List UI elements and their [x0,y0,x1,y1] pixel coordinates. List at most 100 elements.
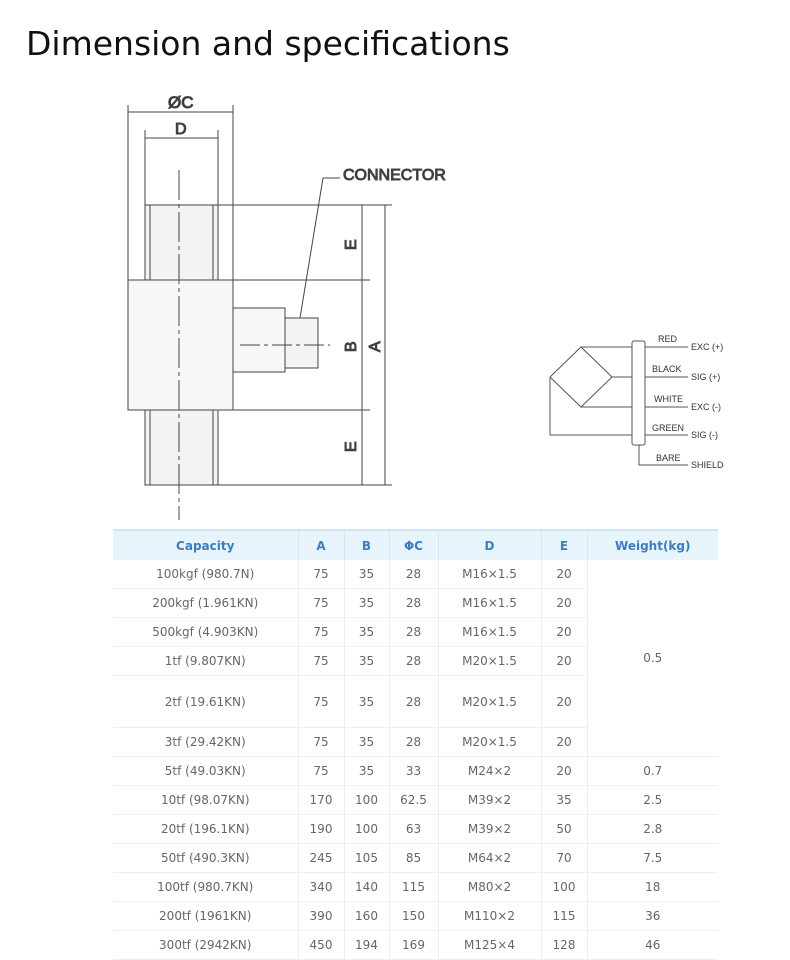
table-cell: 140 [343,872,389,902]
table-cell: 62.5 [388,785,438,815]
table-cell: 3tf (29.42KN) [113,727,298,757]
table-cell: 100 [540,872,587,902]
wire-green: GREEN [652,423,684,433]
table-cell: M20×1.5 [437,646,541,676]
page-title: Dimension and specifications [26,24,510,63]
table-cell: 75 [297,617,344,647]
table-cell: 100kgf (980.7N) [113,560,298,589]
table-cell: 35 [343,756,389,786]
table-cell: 500kgf (4.903KN) [113,617,298,647]
table-cell: 100tf (980.7KN) [113,872,298,902]
column-header: B [343,529,389,560]
table-cell: 7.5 [586,843,718,873]
table-cell: 20tf (196.1KN) [113,814,298,844]
dimension-lines [127,105,392,486]
table-cell: M125×4 [437,930,541,960]
table-cell: 170 [297,785,344,815]
table-cell: M110×2 [437,901,541,931]
table-cell: 105 [343,843,389,873]
column-header: D [437,529,541,560]
terminal-exc-minus: EXC (-) [691,402,721,412]
wire-black: BLACK [652,364,682,374]
table-cell: 46 [586,930,718,960]
table-cell: 160 [343,901,389,931]
table-cell: 245 [297,843,344,873]
table-cell: 28 [388,617,438,647]
table-cell: 20 [540,560,587,589]
table-cell: 115 [540,901,587,931]
wire-white: WHITE [654,394,683,404]
label-e-top: E [343,239,360,250]
table-cell: 169 [388,930,438,960]
table-cell: 28 [388,727,438,757]
table-cell: 200kgf (1.961KN) [113,588,298,618]
table-cell: 20 [540,756,587,786]
terminal-sig-plus: SIG (+) [691,372,720,382]
table-cell: 115 [388,872,438,902]
table-cell: 35 [343,646,389,676]
table-cell: 70 [540,843,587,873]
label-d: D [175,121,187,138]
table-cell: 35 [540,785,587,815]
column-header: Capacity [113,529,298,560]
weight-merged-cell: 0.5 [586,560,718,757]
table-cell: 100 [343,814,389,844]
table-cell: 2.5 [586,785,718,815]
table-cell: 75 [297,560,344,589]
table-cell: 20 [540,617,587,647]
table-cell: 190 [297,814,344,844]
terminal-exc-plus: EXC (+) [691,342,723,352]
table-cell: 75 [297,646,344,676]
load-cell-outline [127,170,330,520]
table-cell: 35 [343,617,389,647]
table-cell: 50 [540,814,587,844]
table-cell: 35 [343,675,389,728]
table-cell: 85 [388,843,438,873]
table-cell: 2.8 [586,814,718,844]
table-cell: 28 [388,646,438,676]
table-cell: 28 [388,560,438,589]
table-cell: 20 [540,646,587,676]
table-cell: M16×1.5 [437,588,541,618]
table-cell: M24×2 [437,756,541,786]
table-cell: 18 [586,872,718,902]
dimension-drawing: ØC D CONNECTOR E B A E RED BLACK WHITE G… [127,93,724,520]
table-cell: M16×1.5 [437,617,541,647]
column-header: Weight(kg) [586,529,718,560]
table-cell: 33 [388,756,438,786]
table-cell: 10tf (98.07KN) [113,785,298,815]
label-e-bot: E [343,441,360,452]
table-cell: 35 [343,588,389,618]
table-cell: 340 [297,872,344,902]
table-cell: 300tf (2942KN) [113,930,298,960]
table-cell: M80×2 [437,872,541,902]
table-cell: 100 [343,785,389,815]
table-cell: 200tf (1961KN) [113,901,298,931]
column-header: E [540,529,587,560]
table-cell: 450 [297,930,344,960]
table-cell: 2tf (19.61KN) [113,675,298,728]
table-cell: M16×1.5 [437,560,541,589]
table-cell: 28 [388,588,438,618]
terminal-shield: SHIELD [691,460,724,470]
table-cell: M39×2 [437,785,541,815]
table-cell: 63 [388,814,438,844]
wiring-diagram: RED BLACK WHITE GREEN BARE EXC (+) SIG (… [549,334,724,470]
label-connector: CONNECTOR [343,167,446,184]
label-oc: ØC [168,93,194,112]
table-cell: 194 [343,930,389,960]
table-cell: 128 [540,930,587,960]
table-cell: 75 [297,588,344,618]
column-header: A [297,529,344,560]
